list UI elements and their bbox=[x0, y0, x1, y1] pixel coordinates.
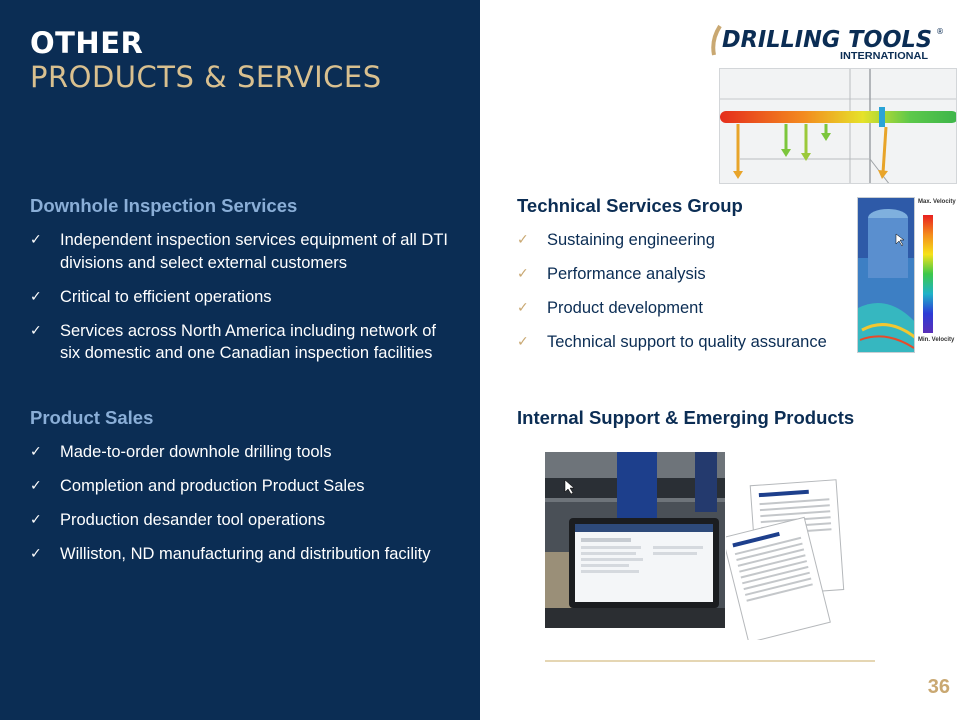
page-number: 36 bbox=[927, 676, 950, 698]
list-item-text: Services across North America including … bbox=[60, 321, 436, 363]
list-item: ✓ Independent inspection services equipme… bbox=[30, 229, 450, 274]
downhole-inspection-list: ✓ Independent inspection services equipme… bbox=[30, 229, 450, 376]
velocity-color-bar bbox=[923, 215, 933, 333]
left-panel bbox=[0, 0, 480, 720]
list-item-text: Williston, ND manufacturing and distribu… bbox=[60, 545, 431, 563]
logo-text: DRILLING TOOLS bbox=[722, 27, 932, 53]
list-item: ✓ Sustaining engineering bbox=[517, 229, 857, 252]
inspection-forms-image bbox=[722, 478, 846, 644]
list-item: ✓ Critical to efficient operations bbox=[30, 286, 450, 309]
divider-line bbox=[545, 660, 875, 662]
title-line-2: PRODUCTS & SERVICES bbox=[30, 60, 382, 94]
check-icon: ✓ bbox=[30, 512, 42, 528]
check-icon: ✓ bbox=[30, 322, 42, 339]
check-icon: ✓ bbox=[30, 288, 42, 305]
list-item-text: Product development bbox=[547, 299, 703, 317]
velocity-scale-legend: Max. Velocity Min. Velocity bbox=[918, 197, 956, 355]
cfd-velocity-image bbox=[857, 197, 915, 353]
list-item: ✓ Services across North America including… bbox=[30, 320, 450, 365]
check-icon: ✓ bbox=[517, 334, 529, 350]
section-heading-downhole-inspection: Downhole Inspection Services bbox=[30, 195, 298, 216]
pipe-simulation-image bbox=[719, 68, 957, 184]
title-line-1: OTHER bbox=[30, 26, 144, 60]
list-item-text: Made-to-order downhole drilling tools bbox=[60, 443, 332, 461]
min-velocity-label: Min. Velocity bbox=[918, 337, 955, 343]
list-item: ✓ Technical support to quality assurance bbox=[517, 331, 857, 354]
drilling-tools-logo: DRILLING TOOLS ® INTERNATIONAL bbox=[711, 24, 944, 62]
check-icon: ✓ bbox=[517, 266, 529, 282]
list-item-text: Production desander tool operations bbox=[60, 511, 326, 529]
laptop-workshop-photo bbox=[545, 452, 725, 628]
section-heading-internal-support: Internal Support & Emerging Products bbox=[517, 407, 855, 428]
max-velocity-label: Max. Velocity bbox=[918, 199, 956, 205]
check-icon: ✓ bbox=[30, 546, 42, 562]
check-icon: ✓ bbox=[517, 300, 529, 316]
list-item-text: Technical support to quality assurance bbox=[547, 333, 827, 351]
section-heading-product-sales: Product Sales bbox=[30, 407, 154, 428]
list-item-text: Independent inspection services equipmen… bbox=[60, 231, 448, 272]
check-icon: ✓ bbox=[30, 444, 42, 460]
list-item: ✓ Performance analysis bbox=[517, 263, 857, 286]
section-heading-technical-services: Technical Services Group bbox=[517, 195, 743, 216]
check-icon: ✓ bbox=[30, 232, 42, 248]
list-item: ✓ Production desander tool operations bbox=[30, 509, 450, 532]
list-item: ✓ Completion and production Product Sales bbox=[30, 475, 450, 498]
list-item-text: Sustaining engineering bbox=[547, 231, 715, 249]
check-icon: ✓ bbox=[30, 478, 42, 494]
registered-mark: ® bbox=[936, 27, 944, 36]
check-icon: ✓ bbox=[517, 232, 529, 248]
product-sales-list: ✓ Made-to-order downhole drilling tools ✓… bbox=[30, 441, 450, 577]
list-item: ✓ Made-to-order downhole drilling tools bbox=[30, 441, 450, 464]
list-item: ✓ Williston, ND manufacturing and distrib… bbox=[30, 543, 450, 566]
list-item-text: Completion and production Product Sales bbox=[60, 477, 365, 495]
list-item-text: Performance analysis bbox=[547, 265, 706, 283]
list-item-text: Critical to efficient operations bbox=[60, 287, 272, 306]
technical-services-list: ✓ Sustaining engineering ✓ Performance ana… bbox=[517, 229, 857, 365]
list-item: ✓ Product development bbox=[517, 297, 857, 320]
logo-subtext: INTERNATIONAL bbox=[840, 51, 928, 62]
